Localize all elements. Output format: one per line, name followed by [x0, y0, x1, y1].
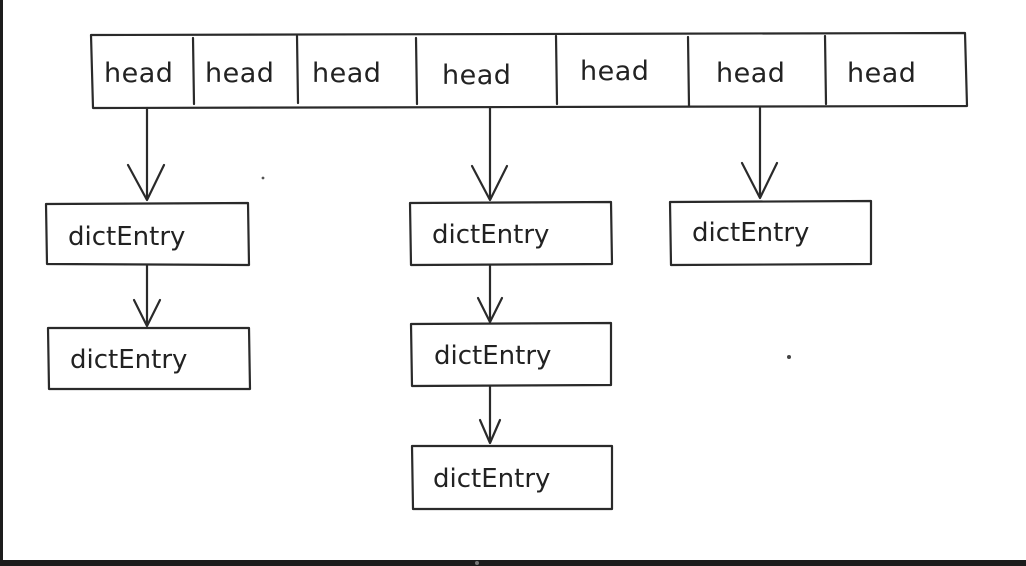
stray-dot [787, 355, 791, 359]
dictentry-label: dictEntry [432, 220, 549, 250]
dictentry-box [409, 321, 613, 388]
arrow-head [470, 164, 509, 202]
dictentry-box [668, 199, 873, 267]
arrow-head [126, 163, 166, 202]
bucket-label: head [442, 60, 511, 91]
dictentry-box [46, 326, 252, 391]
dictentry-label: dictEntry [68, 222, 185, 252]
bucket-label: head [580, 56, 649, 87]
dictentry-box [44, 201, 251, 267]
arrow-head [740, 161, 779, 200]
chain-bucket-0: dictEntry dictEntry [44, 106, 252, 391]
dictentry-box [410, 444, 614, 511]
dictentry-label: dictEntry [692, 218, 809, 248]
stray-dot [475, 561, 479, 565]
bucket-label: head [104, 58, 173, 89]
bucket-array-border [89, 31, 969, 110]
bucket-label: head [205, 58, 274, 89]
arrow-head [478, 418, 502, 445]
dictentry-label: dictEntry [434, 341, 551, 371]
bucket-divider [686, 35, 691, 108]
bucket-divider [295, 34, 300, 105]
dictentry-label: dictEntry [433, 464, 550, 494]
bucket-array: head head head head head head head [89, 31, 969, 110]
bottom-frame-strip [0, 560, 1026, 566]
bucket-label: head [312, 58, 381, 89]
bucket-divider [823, 34, 828, 106]
dictentry-label: dictEntry [70, 345, 187, 375]
dictentry-box [408, 200, 614, 267]
bucket-label: head [847, 58, 916, 89]
left-frame-edge [0, 0, 3, 560]
arrow-head [132, 298, 162, 328]
bucket-divider [414, 36, 419, 106]
chain-bucket-3: dictEntry dictEntry dictEntry [408, 106, 614, 511]
bucket-label: head [716, 58, 785, 89]
bucket-divider [554, 34, 559, 106]
stray-dot [261, 176, 265, 180]
bucket-divider [191, 36, 196, 106]
arrow-head [476, 296, 504, 324]
chain-bucket-5: dictEntry [668, 106, 873, 267]
